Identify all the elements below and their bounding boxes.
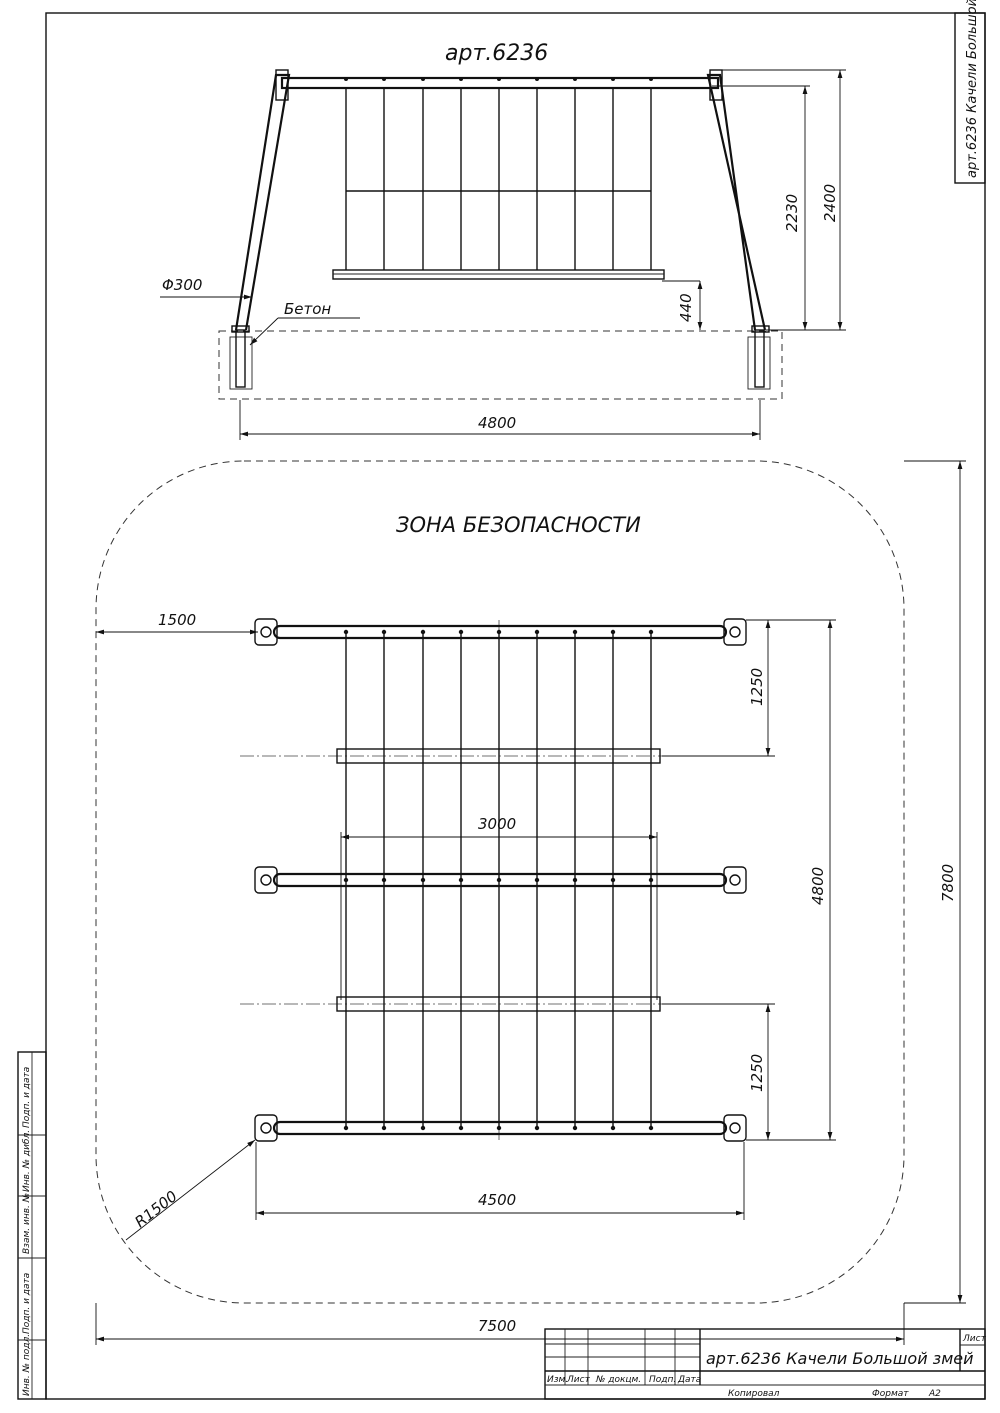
dim-plan-beam-width: 3000 [478,815,516,833]
foundation-left [229,336,253,390]
format-label: Формат [872,1389,909,1399]
plan-dimensions: 1500 1250 1250 4800 7800 3000 45 [95,460,966,1345]
plan-seat-top [336,748,661,764]
leg-left [234,73,291,331]
title-block: арт.6236 Качели Большой змей Лист Изм. Л… [544,1328,987,1400]
dim-plan-bottom-span: 1250 [748,1054,766,1092]
plan-beam-middle [254,866,747,894]
concrete-label: Бетон [284,300,331,318]
side-dimensions: 440 2230 2400 4800 Φ300 Бетон [160,69,846,440]
col-doc: № докцм. [595,1375,641,1385]
title-block-sheet: Лист [962,1334,987,1344]
left-strip: Подп. и дата Инв. № дибл. Взам. инв. № П… [17,1051,47,1400]
col-izm: Изм. [547,1375,568,1385]
col-date: Дата [677,1375,701,1385]
copied-label: Копировал [728,1389,780,1399]
safety-zone-label: ЗОНА БЕЗОПАСНОСТИ [396,513,641,537]
dim-side-width: 4800 [478,414,516,432]
col-list: Лист [566,1375,591,1385]
dim-diameter: Φ300 [162,276,202,294]
dim-inner-height: 2230 [783,194,801,232]
strip-label-2: Инв. № дибл. [22,1130,32,1192]
side-stamp-text: арт.6236 Качели Большой змей [965,0,980,178]
safety-zone [95,460,905,1304]
dim-radius: R1500 [131,1187,180,1231]
col-podp: Подп. [649,1375,676,1385]
sheet-frame [45,12,986,1400]
side-view: арт.6236 [160,41,846,440]
plan-view: ЗОНА БЕЗОПАСНОСТИ [95,460,966,1345]
dim-plan-length: 4800 [809,867,827,905]
format-value: А2 [928,1389,941,1399]
swing-seat [332,269,665,280]
beam-bolts [344,77,653,81]
plan-beam-bottom [254,1114,747,1142]
dim-plan-total-depth: 7800 [939,864,957,902]
plan-seat-bottom [336,996,661,1012]
leg-right [706,73,767,331]
strip-label-5: Инв. № подл. [22,1334,32,1396]
dim-plan-top-span: 1250 [748,668,766,706]
plan-bolts [343,629,654,1131]
strip-label-3: Взам. инв. № [22,1193,32,1254]
foundation-right [747,336,771,390]
concrete-ground [218,330,783,400]
swing-chains [345,88,652,270]
strip-label-4: Подп. и дата [22,1273,32,1334]
dim-plan-total-width: 7500 [478,1317,516,1335]
dim-plan-frame-width: 4500 [478,1191,516,1209]
title-block-name: арт.6236 Качели Большой змей [706,1349,974,1368]
dim-total-height: 2400 [821,184,839,222]
drawing-title: арт.6236 [445,41,548,66]
strip-label-1: Подп. и дата [22,1067,32,1128]
dim-plan-offset: 1500 [158,611,196,629]
side-stamp-box [954,12,986,184]
dim-seat-height: 440 [677,293,695,322]
